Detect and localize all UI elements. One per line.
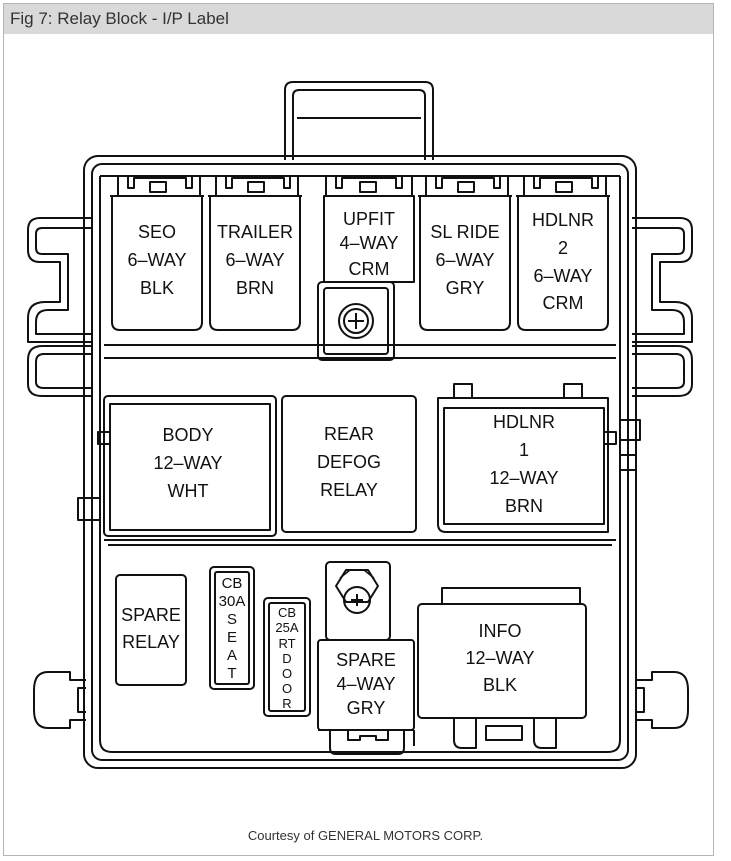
seo-label-2: 6–WAY xyxy=(127,250,186,270)
upfit-screw xyxy=(317,281,395,361)
trailer-label-1: TRAILER xyxy=(217,222,293,242)
hdlnr2-label-1: HDLNR xyxy=(532,210,594,230)
cb25-breaker xyxy=(263,597,311,717)
left-lower-clip xyxy=(27,345,92,397)
reardefog-label-2: DEFOG xyxy=(317,452,381,472)
cb25-label-1: CB xyxy=(278,605,296,620)
hdlnr2-label-2: 2 xyxy=(558,238,568,258)
seo-connector xyxy=(110,175,204,331)
cb30-label-6: T xyxy=(227,665,236,682)
spare4-label-1: SPARE xyxy=(336,650,396,670)
figure-frame xyxy=(3,3,714,856)
cb30-label-4: E xyxy=(227,629,237,646)
hdlnr2-label-4: CRM xyxy=(543,293,584,313)
top-handle xyxy=(284,81,434,160)
spare4-connector xyxy=(317,639,415,755)
body-label-3: WHT xyxy=(168,481,209,501)
upfit-label-1: UPFIT xyxy=(343,209,395,229)
left-foot xyxy=(33,671,86,729)
slride-label-3: GRY xyxy=(446,278,485,298)
cb25-label-5: O xyxy=(282,666,292,681)
right-foot xyxy=(636,671,689,729)
cb25-label-3: RT xyxy=(278,636,295,651)
spare4-screw xyxy=(325,561,391,641)
hdlnr2-connector xyxy=(516,175,610,331)
figure-title: Fig 7: Relay Block - I/P Label xyxy=(10,9,229,28)
body-label-2: 12–WAY xyxy=(153,453,222,473)
cb25-label-4: D xyxy=(282,651,291,666)
slride-label-2: 6–WAY xyxy=(435,250,494,270)
figure-title-bar: Fig 7: Relay Block - I/P Label xyxy=(4,4,713,34)
cb30-label-5: A xyxy=(227,647,237,664)
spare4-label-2: 4–WAY xyxy=(336,674,395,694)
housing xyxy=(77,155,641,769)
sparerelay-label-2: RELAY xyxy=(122,632,180,652)
hdlnr2-label-3: 6–WAY xyxy=(533,266,592,286)
info-label-2: 12–WAY xyxy=(465,648,534,668)
trailer-label-3: BRN xyxy=(236,278,274,298)
right-lower-clip xyxy=(632,345,693,397)
credit-line: Courtesy of GENERAL MOTORS CORP. xyxy=(247,828,484,843)
cb30-breaker xyxy=(209,566,255,690)
cb25-label-6: O xyxy=(282,681,292,696)
cb25-label-7: R xyxy=(282,696,291,711)
hdlnr1-connector xyxy=(437,383,617,533)
info-connector xyxy=(417,587,587,749)
hdlnr1-label-3: 12–WAY xyxy=(489,468,558,488)
reardefog-label-1: REAR xyxy=(324,424,374,444)
reardefog-label-3: RELAY xyxy=(320,480,378,500)
left-upper-clip xyxy=(27,217,92,343)
slride-connector xyxy=(418,175,512,331)
trailer-connector xyxy=(208,175,302,331)
body-label-1: BODY xyxy=(162,425,213,445)
spare-relay xyxy=(115,574,187,686)
sparerelay-label-1: SPARE xyxy=(121,605,181,625)
rear-defog-relay xyxy=(281,395,417,533)
spare4-label-3: GRY xyxy=(347,698,386,718)
cb30-label-3: S xyxy=(227,611,237,628)
hdlnr1-label-2: 1 xyxy=(519,440,529,460)
upfit-label-3: CRM xyxy=(349,259,390,279)
seo-label-3: BLK xyxy=(140,278,174,298)
hdlnr1-label-4: BRN xyxy=(505,496,543,516)
cb25-label-2: 25A xyxy=(275,620,298,635)
info-label-3: BLK xyxy=(483,675,517,695)
hdlnr1-label-1: HDLNR xyxy=(493,412,555,432)
body-connector xyxy=(97,395,277,537)
seo-label-1: SEO xyxy=(138,222,176,242)
info-label-1: INFO xyxy=(479,621,522,641)
cb30-label-2: 30A xyxy=(219,593,246,610)
right-upper-clip xyxy=(632,217,693,343)
upfit-label-2: 4–WAY xyxy=(339,233,398,253)
cb30-label-1: CB xyxy=(222,575,243,592)
trailer-label-2: 6–WAY xyxy=(225,250,284,270)
slride-label-1: SL RIDE xyxy=(430,222,499,242)
